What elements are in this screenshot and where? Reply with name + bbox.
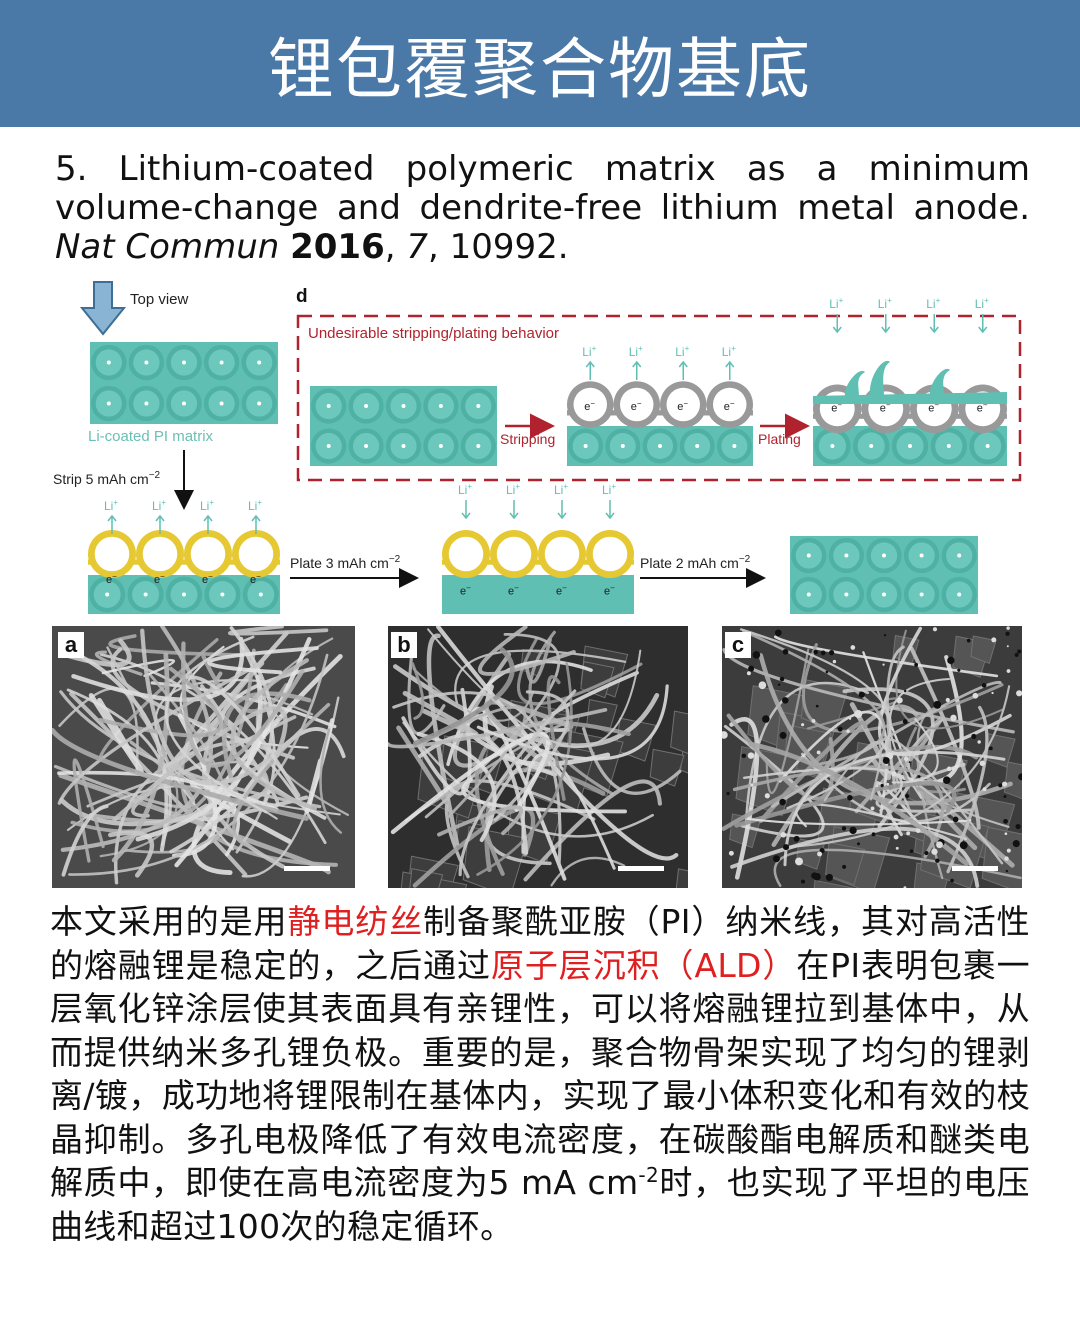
li-ion-label: Li+: [104, 498, 118, 513]
scale-bar-b: [618, 866, 664, 871]
li-ion-label: Li+: [722, 344, 736, 359]
matrix-block-initial: [90, 342, 278, 424]
body-text-1: 本文采用的是用: [50, 902, 287, 941]
matrix-block-final: [790, 536, 978, 614]
plate3-label: Plate 3 mAh cm−2: [290, 554, 401, 571]
panel-a-label: a: [58, 632, 84, 658]
li-ion-label: Li+: [602, 482, 616, 497]
citation-number: 5.: [55, 149, 87, 189]
superscript-exponent: -2: [638, 1163, 659, 1187]
li-ion-label: Li+: [675, 344, 689, 359]
stripped-block-gray: Li+Li+Li+Li+e−e−e−e−: [567, 344, 753, 466]
li-ion-label: Li+: [878, 296, 892, 311]
citation-line1: 5. Lithium-coated polymeric matrix as a …: [55, 150, 1030, 189]
li-ion-label: Li+: [200, 498, 214, 513]
citation-ref: Nat Commun 2016, 7, 10992.: [55, 227, 569, 267]
journal-name: Nat Commun: [55, 227, 279, 267]
li-ion-label: Li+: [582, 344, 596, 359]
schematic-figure: Top view Li-coated PI matrix Strip 5 mAh…: [50, 278, 1035, 623]
page-title: 锂包覆聚合物基底: [268, 16, 812, 112]
strip-label: Strip 5 mAh cm−2: [53, 470, 161, 487]
sem-image-c: [722, 626, 1022, 888]
sem-image-a: [52, 626, 355, 888]
dendrite-block: Li+Li+Li+Li+e−e−e−e−: [813, 296, 1007, 466]
stripping-label: Stripping: [500, 431, 555, 447]
li-ion-label: Li+: [554, 482, 568, 497]
li-ion-label: Li+: [458, 482, 472, 497]
li-ion-label: Li+: [248, 498, 262, 513]
li-ion-label: Li+: [926, 296, 940, 311]
plating-label: Plating: [758, 431, 801, 447]
matrix-label: Li-coated PI matrix: [88, 428, 214, 445]
undesirable-label: Undesirable stripping/plating behavior: [308, 325, 559, 342]
panel-d-label: d: [296, 286, 308, 307]
citation-pages: 10992.: [450, 227, 569, 267]
body-paragraph: 本文采用的是用静电纺丝制备聚酰亚胺（PI）纳米线，其对高活性的熔融锂是稳定的，之…: [50, 900, 1030, 1248]
li-ion-label: Li+: [152, 498, 166, 513]
top-view-label: Top view: [130, 291, 189, 308]
li-ion-label: Li+: [975, 296, 989, 311]
citation-line2: volume-change and dendrite-free lithium …: [55, 189, 1030, 228]
highlight-ald: 原子层沉积（ALD）: [491, 946, 796, 985]
panel-c-label: c: [725, 632, 751, 658]
matrix-block-d1: [310, 386, 497, 466]
citation-title-part1: Lithium-coated polymeric matrix as a min…: [119, 149, 1030, 189]
plate2-label: Plate 2 mAh cm−2: [640, 554, 751, 571]
li-ion-label: Li+: [629, 344, 643, 359]
stripped-block-yellow: Li+Li+Li+Li+e−e−e−e−: [88, 498, 280, 614]
panel-b-label: b: [391, 632, 417, 658]
sem-image-b: [388, 626, 688, 888]
li-ion-label: Li+: [506, 482, 520, 497]
highlight-electrospinning: 静电纺丝: [287, 902, 423, 941]
scale-bar-a: [284, 866, 330, 871]
plated-block-yellow: Li+Li+Li+Li+e−e−e−e−: [442, 482, 634, 614]
li-ion-label: Li+: [829, 296, 843, 311]
title-banner: 锂包覆聚合物基底: [0, 0, 1080, 127]
sem-images-row: a b c: [52, 626, 1027, 888]
top-view-arrow-icon: [82, 282, 124, 334]
scale-bar-c: [952, 866, 998, 871]
citation-year: 2016: [290, 227, 385, 267]
citation-volume: 7: [406, 227, 428, 267]
citation: 5. Lithium-coated polymeric matrix as a …: [55, 150, 1030, 267]
